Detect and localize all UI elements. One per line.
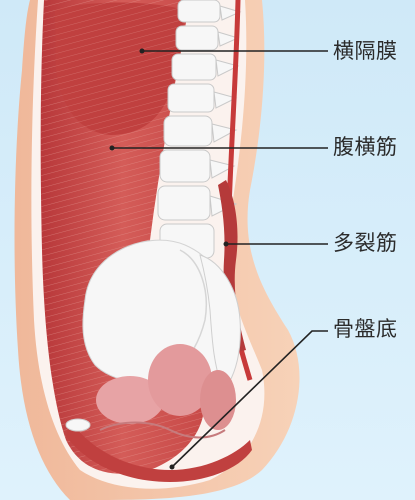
dot-diaphragm	[140, 49, 145, 54]
dot-pelvic-floor	[170, 465, 175, 470]
dot-transversus	[110, 146, 115, 151]
label-multifidus: 多裂筋	[333, 227, 398, 257]
rectum	[200, 370, 236, 430]
dot-multifidus	[224, 242, 229, 247]
label-diaphragm: 横隔膜	[333, 35, 398, 65]
pubic-bone	[66, 419, 90, 431]
label-pelvic-floor: 骨盤底	[333, 313, 398, 343]
label-transversus: 腹横筋	[333, 131, 398, 161]
